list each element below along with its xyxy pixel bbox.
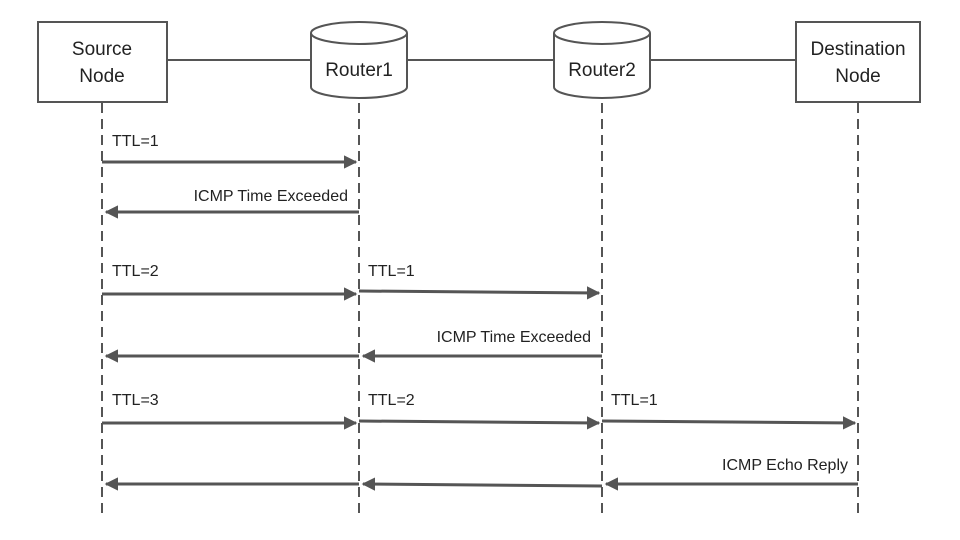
source-node-label-line1: Source	[72, 39, 132, 60]
router2-label: Router2	[568, 60, 636, 81]
message-3b-label: TTL=1	[368, 263, 415, 280]
source-node: Source Node	[37, 21, 168, 103]
message-5a-label: TTL=3	[112, 392, 159, 409]
destination-node-label-line2: Node	[835, 66, 880, 87]
message-5c-arrow	[601, 416, 857, 430]
message-5b-label: TTL=2	[368, 392, 415, 409]
message-5c-label: TTL=1	[611, 392, 658, 409]
source-node-label-line2: Node	[79, 66, 124, 87]
message-5b-arrow	[358, 416, 601, 430]
message-3b-arrow	[358, 286, 601, 300]
destination-node: Destination Node	[795, 21, 921, 103]
message-6-label: ICMP Echo Reply	[722, 457, 848, 474]
message-6b-arrow	[361, 477, 603, 491]
message-3a-label: TTL=2	[112, 263, 159, 280]
router2-node: Router2	[553, 21, 651, 99]
message-2-label: ICMP Time Exceeded	[194, 188, 348, 205]
destination-node-label-line1: Destination	[810, 39, 905, 60]
message-4-label: ICMP Time Exceeded	[437, 329, 591, 346]
message-1-label: TTL=1	[112, 133, 159, 150]
router1-node: Router1	[310, 21, 408, 99]
router1-label: Router1	[325, 60, 393, 81]
